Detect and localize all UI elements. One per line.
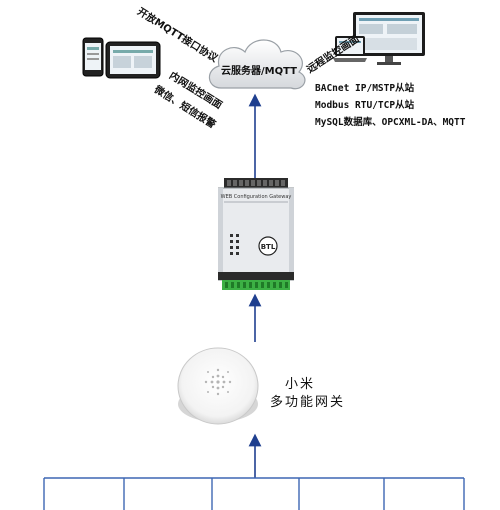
gateway-title: WEB Configuration Gateway — [221, 194, 292, 200]
cloud-icon — [208, 39, 306, 90]
label-mysql: MySQL数据库、OPCXML-DA、MQTT — [315, 117, 466, 128]
gateway-device: BTL WEB Configuration Gateway — [218, 178, 294, 290]
xiaomi-gateway-icon — [177, 347, 259, 425]
phone-tablet-icon — [82, 37, 161, 79]
label-modbus: Modbus RTU/TCP从站 — [315, 100, 415, 111]
monitor-laptop-icon — [333, 12, 425, 65]
label-bacnet: BACnet IP/MSTP从站 — [315, 83, 415, 94]
xiaomi-label-line1: 小米 — [285, 377, 316, 392]
cloud-label: 云服务器/MQTT — [221, 66, 297, 77]
xiaomi-label-line2: 多功能网关 — [270, 395, 346, 410]
gateway-logo: BTL — [261, 243, 276, 251]
bus-drops — [43, 478, 465, 510]
